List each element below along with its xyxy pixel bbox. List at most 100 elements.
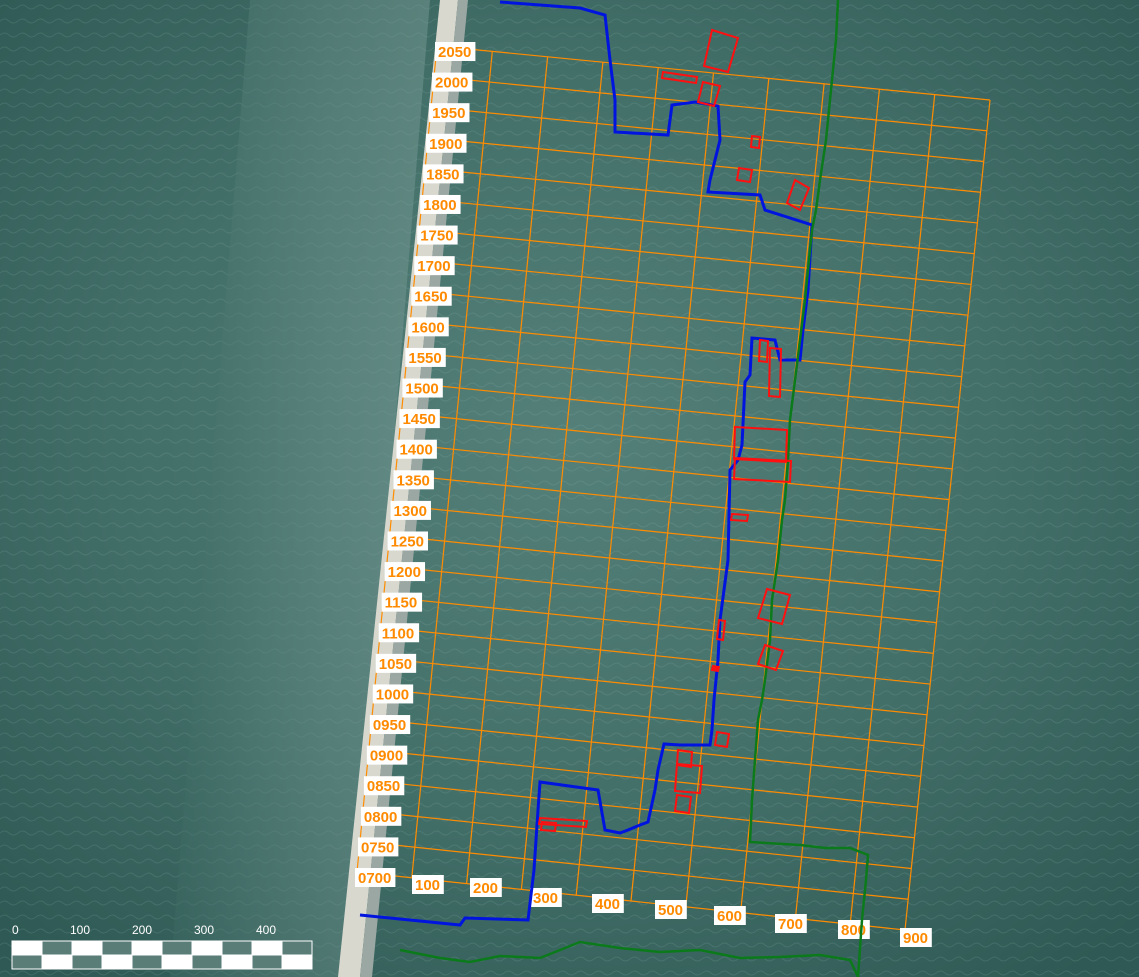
grid-y-label: 1200: [384, 562, 426, 582]
red-feature[interactable]: [675, 748, 694, 769]
svg-text:1750: 1750: [420, 228, 453, 245]
red-feature[interactable]: [673, 793, 693, 815]
scale-bar-label: 200: [132, 923, 152, 937]
grid-x-label: 100: [412, 875, 444, 894]
red-feature[interactable]: [756, 643, 785, 672]
red-feature[interactable]: [735, 166, 754, 184]
green-boundary-line-south: [399, 940, 860, 977]
red-feature[interactable]: [767, 346, 783, 399]
grid-y-label: 1250: [387, 531, 428, 551]
svg-text:1500: 1500: [405, 381, 438, 398]
svg-text:1900: 1900: [429, 136, 462, 153]
svg-text:700: 700: [778, 916, 803, 933]
grid-y-label: 1700: [414, 256, 455, 276]
svg-text:400: 400: [595, 896, 620, 913]
scale-bar-label: 100: [70, 923, 90, 937]
red-features: [537, 28, 811, 833]
grid-x-label: 500: [655, 900, 687, 919]
grid-y-label: 1500: [402, 378, 443, 398]
red-feature[interactable]: [702, 28, 740, 74]
grid-y-label: 1600: [408, 317, 449, 337]
grid-col-line: [685, 78, 770, 907]
red-feature[interactable]: [732, 456, 793, 484]
scale-bar-segment: [131, 954, 163, 970]
svg-text:1700: 1700: [417, 258, 450, 275]
red-feature[interactable]: [710, 664, 721, 673]
grid-col-line: [520, 62, 604, 890]
scale-bar-segment: [281, 954, 313, 970]
grid-x-label: 900: [900, 928, 932, 947]
scale-bar-segment: [71, 940, 103, 956]
grid-y-label: 0850: [363, 776, 405, 796]
svg-text:100: 100: [415, 877, 440, 894]
scale-bar-segment: [221, 940, 253, 956]
scale-bar-segment: [71, 954, 103, 970]
red-feature[interactable]: [729, 512, 750, 523]
grid-y-label: 0800: [360, 806, 402, 826]
svg-text:1350: 1350: [397, 472, 430, 489]
grid-x-label: 400: [592, 894, 624, 913]
red-feature[interactable]: [756, 587, 792, 626]
svg-text:900: 900: [903, 930, 928, 947]
svg-text:1850: 1850: [426, 166, 459, 183]
grid-col-line: [849, 94, 936, 925]
scale-bar-segment: [251, 940, 283, 956]
red-feature[interactable]: [732, 425, 789, 464]
svg-text:1000: 1000: [376, 686, 409, 703]
svg-text:1550: 1550: [408, 350, 441, 367]
svg-text:2000: 2000: [435, 75, 468, 92]
svg-text:0850: 0850: [367, 778, 400, 795]
svg-text:0800: 0800: [364, 809, 397, 826]
red-feature[interactable]: [785, 178, 811, 212]
svg-text:200: 200: [473, 880, 498, 897]
red-feature[interactable]: [713, 730, 731, 749]
grid-y-label: 1400: [396, 439, 437, 459]
grid-col-line: [356, 45, 438, 873]
green-boundary-line[interactable]: [748, 0, 870, 977]
grid-y-label: 0950: [369, 715, 411, 735]
red-feature[interactable]: [757, 338, 770, 364]
grid-y-label: 1800: [420, 194, 461, 214]
grid-y-label: 2050: [435, 42, 476, 61]
svg-text:1600: 1600: [411, 319, 444, 336]
grid-col-line: [904, 99, 991, 931]
grid-y-label: 1000: [372, 684, 414, 704]
svg-text:1400: 1400: [399, 442, 432, 459]
scale-bar-segment: [161, 954, 193, 970]
grid-x-label: 800: [838, 920, 870, 939]
svg-text:0700: 0700: [358, 870, 391, 887]
scale-bar-segment: [281, 940, 313, 956]
scale-bar-segment: [191, 954, 223, 970]
svg-text:0950: 0950: [373, 717, 406, 734]
scale-bar-segment: [221, 954, 253, 970]
grid-y-label: 1650: [411, 286, 452, 306]
red-feature[interactable]: [749, 134, 762, 150]
grid-col-line: [575, 67, 659, 896]
svg-text:0900: 0900: [370, 748, 403, 765]
svg-text:1800: 1800: [423, 197, 456, 214]
grid-col-line: [411, 51, 493, 878]
grid-y-label: 1900: [426, 133, 467, 153]
svg-text:1150: 1150: [385, 595, 418, 612]
red-feature[interactable]: [660, 70, 699, 85]
grid-y-label: 2000: [432, 72, 473, 92]
svg-text:300: 300: [533, 890, 558, 907]
red-feature[interactable]: [537, 816, 589, 829]
red-feature[interactable]: [696, 80, 722, 108]
grid-y-label: 1550: [405, 347, 446, 367]
grid-x-label: 600: [714, 906, 746, 925]
grid-y-label: 1050: [375, 653, 417, 673]
red-feature[interactable]: [673, 762, 704, 795]
grid-y-label: 0900: [366, 745, 408, 765]
scale-bar-segment: [191, 940, 223, 956]
grid-x-label: 700: [775, 914, 807, 933]
svg-text:1300: 1300: [394, 503, 427, 520]
grid-y-label: 0750: [357, 837, 399, 857]
red-feature[interactable]: [715, 618, 727, 642]
svg-text:1050: 1050: [379, 656, 412, 673]
grid-y-label: 1950: [429, 103, 470, 123]
red-feature[interactable]: [539, 820, 558, 833]
grid-y-label: 1150: [381, 592, 423, 612]
